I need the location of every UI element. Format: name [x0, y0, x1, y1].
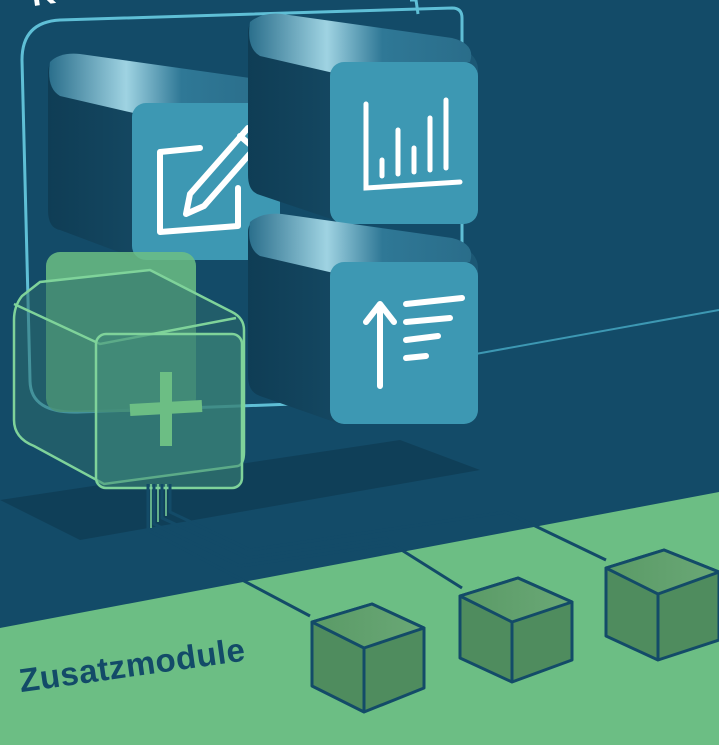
green-module-cube-3	[604, 548, 719, 662]
wiring	[146, 484, 607, 618]
wiring-highlight	[150, 484, 167, 528]
plus-icon	[129, 372, 203, 446]
cube-shadow	[0, 440, 480, 540]
panel-top-edge	[410, 0, 420, 15]
sort-ascending-icon	[363, 295, 465, 389]
green-module-cube-2	[458, 576, 574, 684]
bar-chart-icon	[363, 97, 463, 191]
connector-line-right	[469, 309, 719, 356]
green-module-cube-1	[310, 602, 426, 714]
